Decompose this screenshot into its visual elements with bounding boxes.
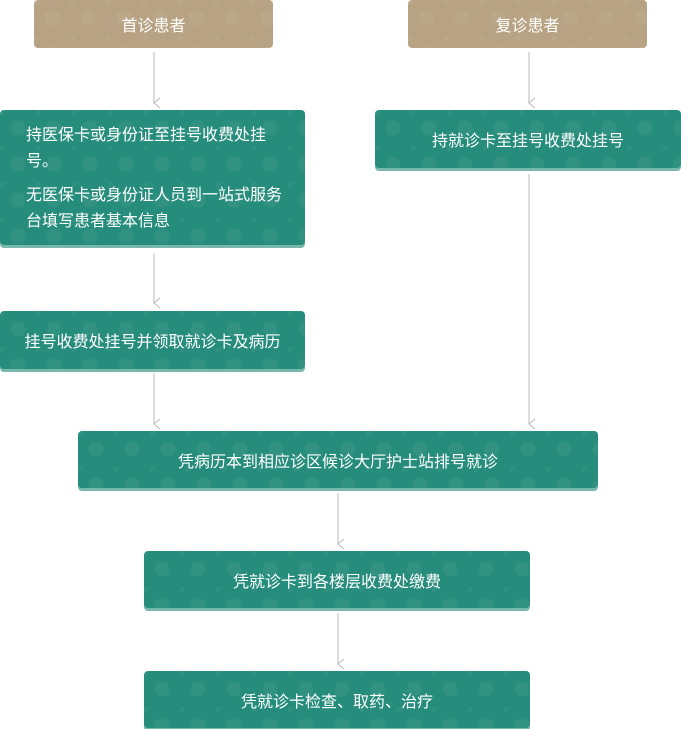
first-step-line-2: 无医保卡或身份证人员到一站式服务台填写患者基本信息 <box>26 184 283 230</box>
first-visit-registration-step: 持医保卡或身份证至挂号收费处挂号。 无医保卡或身份证人员到一站式服务台填写患者基… <box>0 110 305 245</box>
return-step-text: 持就诊卡至挂号收费处挂号 <box>431 131 624 150</box>
waiting-area-step: 凭病历本到相应诊区候诊大厅护士站排号就诊 <box>78 431 598 488</box>
return-visit-label: 复诊患者 <box>495 16 560 35</box>
payment-step-text: 凭就诊卡到各楼层收费处缴费 <box>232 571 441 591</box>
return-visit-patient-box: 复诊患者 <box>408 0 647 48</box>
waiting-area-text: 凭病历本到相应诊区候诊大厅护士站排号就诊 <box>177 451 498 471</box>
card-and-record-step: 挂号收费处挂号并领取就诊卡及病历 <box>0 311 305 369</box>
treatment-step: 凭就诊卡检查、取药、治疗 <box>144 671 530 728</box>
first-visit-label: 首诊患者 <box>121 16 186 35</box>
payment-step: 凭就诊卡到各楼层收费处缴费 <box>144 551 530 608</box>
return-visit-registration-step: 持就诊卡至挂号收费处挂号 <box>375 110 681 168</box>
first-step-line-1: 持医保卡或身份证至挂号收费处挂号。 <box>26 124 267 170</box>
treatment-step-text: 凭就诊卡检查、取药、治疗 <box>240 691 433 711</box>
card-and-record-text: 挂号收费处挂号并领取就诊卡及病历 <box>24 332 281 351</box>
first-visit-patient-box: 首诊患者 <box>34 0 273 48</box>
